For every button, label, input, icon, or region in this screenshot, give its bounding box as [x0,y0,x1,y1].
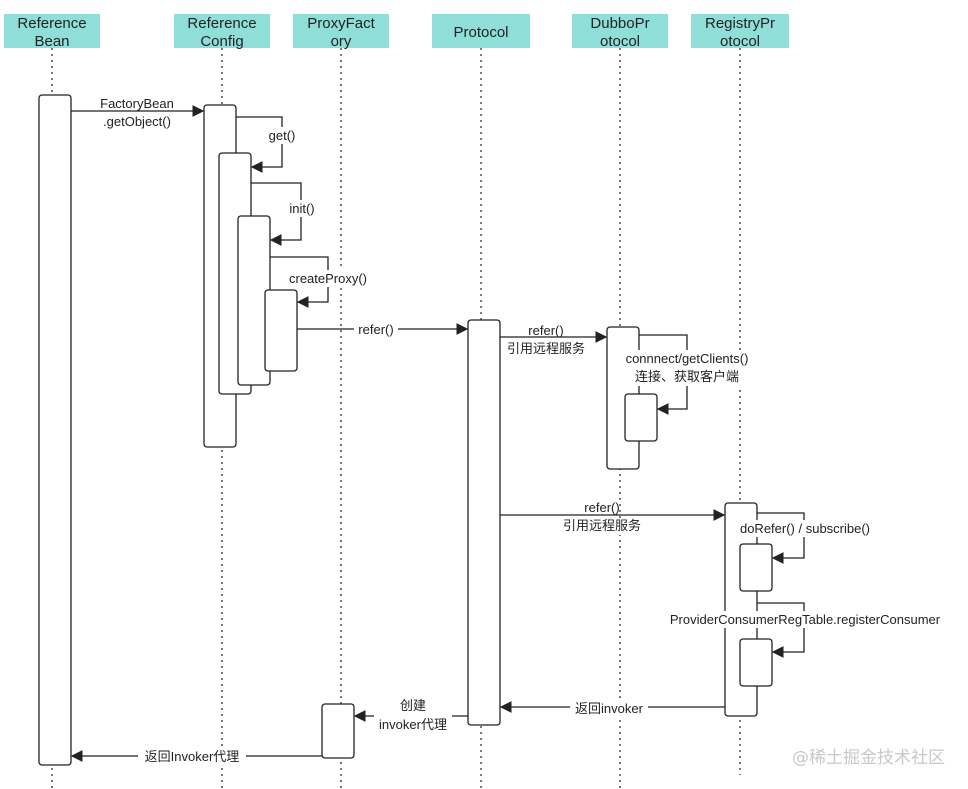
activation-connect [624,393,658,442]
participant-reference-config: Reference Config [174,14,270,50]
label-connect-2: 连接、获取客户端 [635,369,739,384]
participant-label-2: Config [200,33,243,50]
label-create-invoker-2: invoker代理 [379,717,447,732]
activation-reference-bean [38,94,72,766]
lifelines [51,48,741,789]
participant-label-2: otocol [720,33,760,50]
label-refer: refer() [358,322,393,337]
activation-create-proxy [264,289,298,372]
participant-label-1: Protocol [453,24,508,41]
activation-register-consumer [739,638,773,687]
participant-label-1: DubboPr [590,15,649,32]
label-create-invoker-1: 创建 [400,698,426,713]
participant-reference-bean: Reference Bean [4,14,100,50]
label-create-proxy: createProxy() [289,271,367,286]
participant-proxy-factory: ProxyFact ory [293,14,389,50]
watermark: @稀土掘金技术社区 [792,748,945,768]
label-return-invoker: 返回invoker [575,701,644,716]
participant-label-2: ory [331,33,352,50]
activation-create-invoker [321,703,355,759]
label-factorybean-1: FactoryBean [100,96,174,111]
label-get: get() [269,128,296,143]
label-refer-dubbo-2: 引用远程服务 [507,341,585,356]
label-refer-dubbo-1: refer() [528,323,563,338]
label-connect-1: connnect/getClients() [626,351,749,366]
participant-registry-protocol: RegistryPr otocol [691,14,789,50]
label-refer-registry-2: 引用远程服务 [563,518,641,533]
label-return-invoker-proxy: 返回Invoker代理 [145,749,240,764]
participant-label-1: Reference [187,15,256,32]
participant-protocol: Protocol [432,14,530,48]
participant-label-1: ProxyFact [307,15,375,32]
participant-dubbo-protocol: DubboPr otocol [572,14,668,50]
participant-label-1: RegistryPr [705,15,775,32]
participant-label-1: Reference [17,15,86,32]
message-labels: FactoryBean .getObject() get() init() cr… [100,96,954,766]
activation-bars [38,94,773,766]
label-init: init() [289,201,314,216]
label-do-refer: doRefer() / subscribe() [740,521,870,536]
activation-do-refer [739,543,773,592]
participant-label-2: Bean [34,33,69,50]
label-factorybean-2: .getObject() [103,114,171,129]
label-register-consumer: ProviderConsumerRegTable.registerConsume… [670,612,941,627]
message-arrows [70,105,805,762]
label-refer-registry-1: refer() [584,500,619,515]
activation-protocol [467,319,501,726]
participant-label-2: otocol [600,33,640,50]
